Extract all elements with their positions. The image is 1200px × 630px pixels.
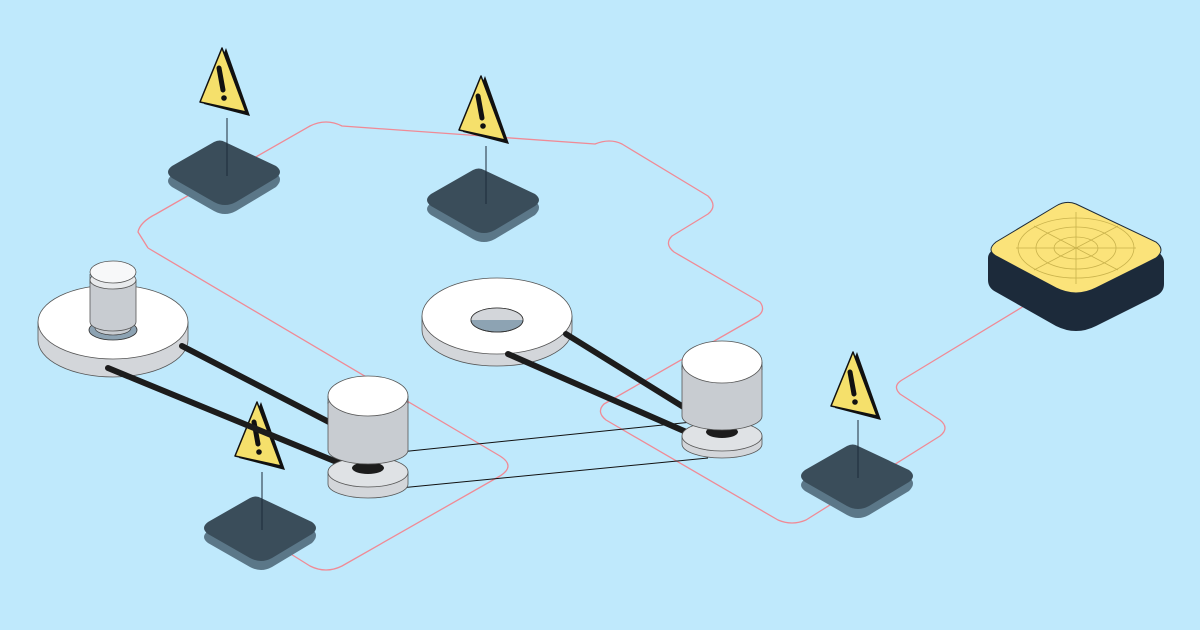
route-line-left	[147, 247, 509, 571]
warning-a[interactable]	[199, 47, 250, 176]
warning-triangle-icon	[199, 47, 250, 116]
node-b[interactable]	[427, 168, 539, 243]
compass-target-icon[interactable]	[988, 201, 1164, 331]
warning-triangle-icon	[458, 75, 509, 144]
route-lines	[137, 121, 1025, 571]
warning-b[interactable]	[458, 75, 509, 204]
warning-d[interactable]	[830, 351, 881, 478]
node-a[interactable]	[168, 140, 280, 215]
right-motor	[681, 340, 763, 459]
left-motor	[327, 375, 409, 499]
node-d[interactable]	[801, 444, 913, 519]
node-c[interactable]	[204, 496, 316, 571]
route-line-loop	[137, 121, 1025, 524]
right-pulley	[421, 277, 573, 367]
connector-wires	[399, 421, 709, 489]
left-pulley	[37, 260, 189, 378]
warning-triangle-icon	[830, 351, 881, 420]
